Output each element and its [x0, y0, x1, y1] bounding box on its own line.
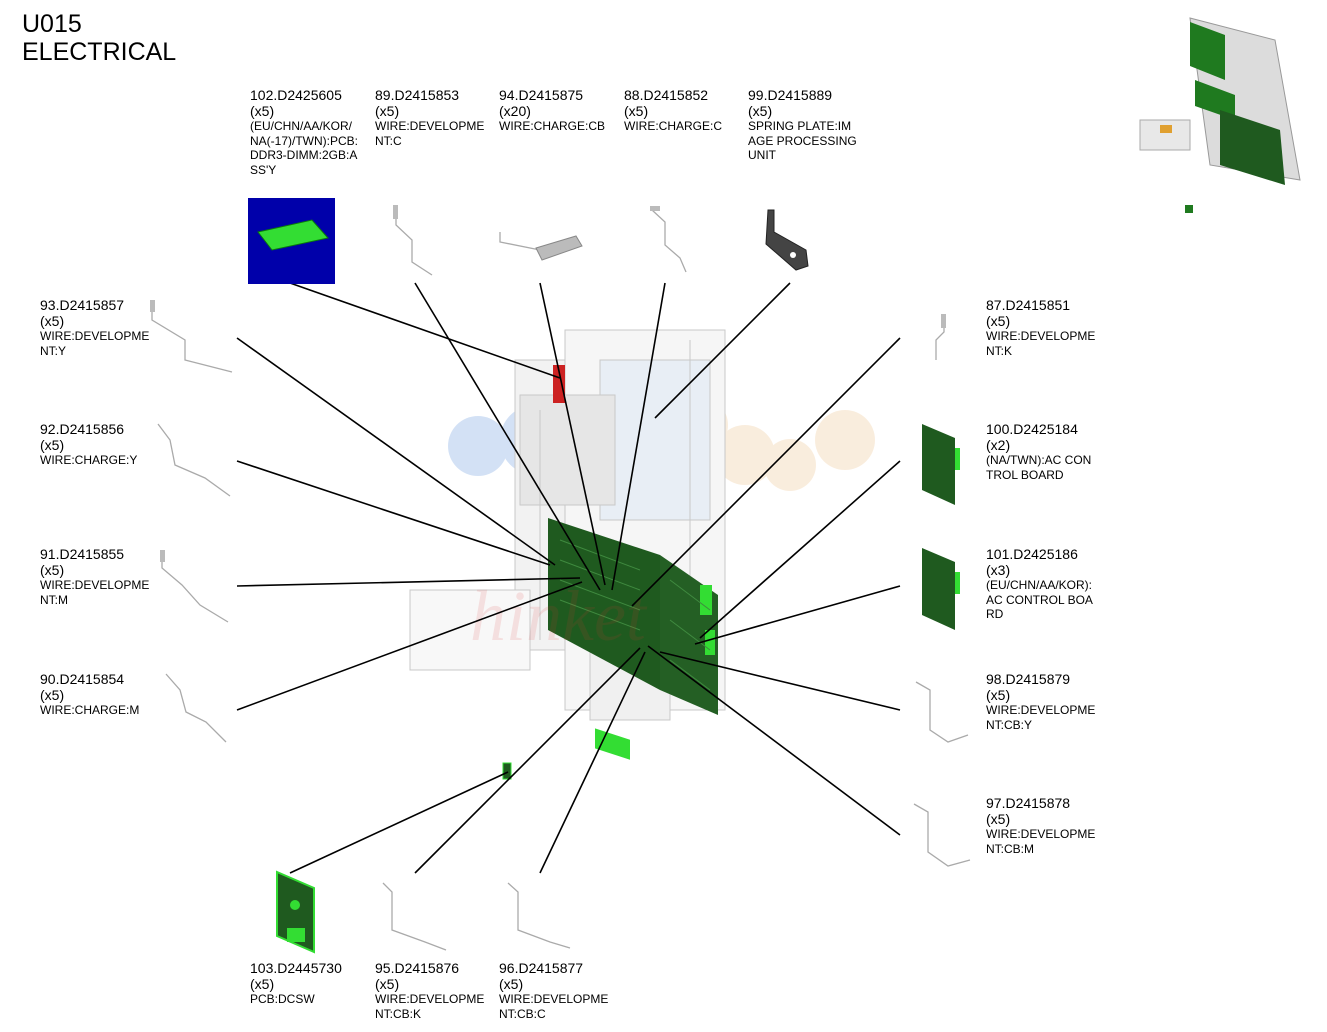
part-label-96: 96.D2415877 (x5) WIRE:DEVELOPME NT:CB:C [499, 960, 623, 1021]
part-quantity: (x20) [499, 103, 531, 119]
part-number: 95.D2415876 [375, 960, 460, 976]
part-label-90: 90.D2415854 (x5) WIRE:CHARGE:M [40, 671, 164, 718]
leader-lines [236, 282, 901, 874]
wire-icon [150, 300, 233, 373]
wire-icon [507, 882, 571, 949]
part-quantity: (x5) [250, 976, 275, 992]
part-label-100: 100.D2425184 (x2) (NA/TWN):AC CON TROL B… [986, 421, 1110, 482]
part-label-98: 98.D2415879 (x5) WIRE:DEVELOPME NT:CB:Y [986, 671, 1110, 732]
part-number: 100.D2425184 [986, 421, 1078, 437]
overview-thumbnail [1139, 17, 1301, 213]
part-description: SPRING PLATE:IM AGE PROCESSING UNIT [748, 119, 857, 162]
part-description: WIRE:DEVELOPME NT:C [375, 119, 485, 148]
part-label-91: 91.D2415855 (x5) WIRE:DEVELOPME NT:M [40, 546, 164, 607]
part-label-99: 99.D2415889 (x5) SPRING PLATE:IM AGE PRO… [748, 87, 872, 163]
part-quantity: (x5) [986, 687, 1011, 703]
part-number: 96.D2415877 [499, 960, 584, 976]
part-quantity: (x5) [375, 976, 400, 992]
part-number: 103.D2445730 [250, 960, 342, 976]
part-description: PCB:DCSW [250, 992, 315, 1006]
part-number: 87.D2415851 [986, 297, 1071, 313]
part-number: 99.D2415889 [748, 87, 833, 103]
wire-icon [915, 681, 969, 743]
part-quantity: (x5) [40, 437, 65, 453]
part-number: 94.D2415875 [499, 87, 584, 103]
wire-icon [165, 673, 227, 743]
part-description: WIRE:DEVELOPME NT:Y [40, 329, 150, 358]
part-number: 91.D2415855 [40, 546, 125, 562]
part-label-97: 97.D2415878 (x5) WIRE:DEVELOPME NT:CB:M [986, 795, 1110, 856]
spring-wire-icon [499, 232, 583, 261]
wire-icon [393, 205, 433, 276]
page-code: U015 [22, 10, 82, 38]
part-quantity: (x3) [986, 562, 1011, 578]
page-title: U015 ELECTRICAL [22, 10, 176, 66]
part-description: WIRE:DEVELOPME NT:CB:C [499, 992, 609, 1021]
main-control-board [548, 518, 718, 760]
wire-icon [935, 314, 946, 360]
part-description: WIRE:CHARGE:M [40, 703, 140, 717]
dcsw-board-location [502, 762, 512, 780]
part-number: 97.D2415878 [986, 795, 1071, 811]
wire-icon [160, 550, 229, 623]
part-label-89: 89.D2415853 (x5) WIRE:DEVELOPME NT:C [375, 87, 499, 148]
part-label-94: 94.D2415875 (x20) WIRE:CHARGE:CB [499, 87, 623, 134]
pcb-switch-icon [276, 870, 315, 954]
part-quantity: (x5) [986, 811, 1011, 827]
part-number: 90.D2415854 [40, 671, 125, 687]
part-quantity: (x5) [375, 103, 400, 119]
part-label-103: 103.D2445730 (x5) PCB:DCSW [250, 960, 374, 1007]
part-description: WIRE:DEVELOPME NT:CB:M [986, 827, 1096, 856]
ram-module-icon [248, 198, 335, 284]
watermark-text: hinket [470, 576, 648, 656]
part-number: 89.D2415853 [375, 87, 460, 103]
part-description: WIRE:CHARGE:C [624, 119, 723, 133]
part-quantity: (x5) [986, 313, 1011, 329]
part-number: 101.D2425186 [986, 546, 1078, 562]
highlighted-ram-slot [553, 365, 565, 403]
part-quantity: (x2) [986, 437, 1011, 453]
wire-icon [913, 803, 971, 867]
part-description: (EU/CHN/AA/KOR/ NA(-17)/TWN):PCB: DDR3-D… [250, 119, 358, 177]
part-number: 98.D2415879 [986, 671, 1071, 687]
part-quantity: (x5) [250, 103, 275, 119]
part-label-95: 95.D2415876 (x5) WIRE:DEVELOPME NT:CB:K [375, 960, 499, 1021]
part-label-93: 93.D2415857 (x5) WIRE:DEVELOPME NT:Y [40, 297, 164, 358]
part-description: WIRE:DEVELOPME NT:CB:K [375, 992, 485, 1021]
spring-plate-icon [765, 209, 809, 271]
part-label-101: 101.D2425186 (x3) (EU/CHN/AA/KOR): AC CO… [986, 546, 1110, 622]
wire-icon [157, 423, 231, 497]
part-label-92: 92.D2415856 (x5) WIRE:CHARGE:Y [40, 421, 164, 468]
part-description: (NA/TWN):AC CON TROL BOARD [986, 453, 1092, 482]
part-quantity: (x5) [40, 687, 65, 703]
part-description: WIRE:CHARGE:Y [40, 453, 138, 467]
part-quantity: (x5) [624, 103, 649, 119]
part-quantity: (x5) [499, 976, 524, 992]
part-number: 88.D2415852 [624, 87, 709, 103]
circuit-board-icon [922, 424, 960, 505]
part-number: 102.D2425605 [250, 87, 342, 103]
circuit-board-icon [922, 548, 960, 630]
part-quantity: (x5) [40, 313, 65, 329]
part-quantity: (x5) [748, 103, 773, 119]
part-number: 93.D2415857 [40, 297, 125, 313]
part-quantity: (x5) [40, 562, 65, 578]
wire-icon [382, 882, 447, 951]
part-label-88: 88.D2415852 (x5) WIRE:CHARGE:C [624, 87, 748, 134]
part-description: WIRE:DEVELOPME NT:CB:Y [986, 703, 1096, 732]
part-description: WIRE:CHARGE:CB [499, 119, 606, 133]
section-title: ELECTRICAL [22, 38, 177, 66]
part-description: WIRE:DEVELOPME NT:M [40, 578, 150, 607]
part-label-102: 102.D2425605 (x5) (EU/CHN/AA/KOR/ NA(-17… [250, 87, 374, 177]
part-number: 92.D2415856 [40, 421, 125, 437]
part-description: (EU/CHN/AA/KOR): AC CONTROL BOA RD [986, 578, 1093, 621]
part-description: WIRE:DEVELOPME NT:K [986, 329, 1096, 358]
part-label-87: 87.D2415851 (x5) WIRE:DEVELOPME NT:K [986, 297, 1110, 358]
wire-icon [650, 206, 687, 273]
